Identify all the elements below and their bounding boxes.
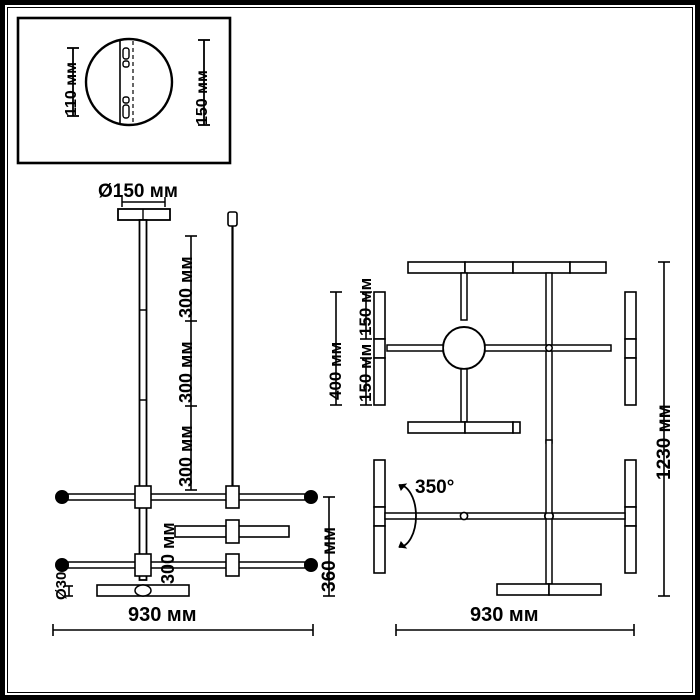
inset-detail-group bbox=[16, 16, 232, 165]
rod-segment-label-1: 300 мм bbox=[176, 256, 196, 318]
front-elevation-group bbox=[52, 197, 335, 636]
top-segment-upper-label: 150 мм bbox=[356, 277, 375, 336]
side-plan-view-group bbox=[373, 261, 670, 636]
canopy-diameter-label: Ø150 мм bbox=[98, 181, 178, 202]
rotation-angle-label: 350° bbox=[415, 477, 455, 498]
inset-right-dimension-label: 150 мм bbox=[194, 70, 211, 125]
rod-segment-label-2: 300 мм bbox=[176, 341, 196, 403]
front-height-dimension-label: 360 мм bbox=[319, 526, 340, 592]
rod-diameter-label: Ø30 bbox=[53, 571, 70, 600]
top-plan-view-group bbox=[330, 261, 637, 444]
inset-left-dimension-label: 110 мм bbox=[63, 62, 80, 116]
rod-segment-label-4: 300 мм bbox=[158, 522, 178, 584]
front-width-dimension-label: 930 мм bbox=[128, 604, 197, 626]
rod-segment-label-3: 300 мм bbox=[176, 425, 196, 487]
top-segment-lower-label: 150 мм bbox=[356, 343, 375, 402]
top-overall-span-label: 400 мм bbox=[326, 341, 345, 400]
total-height-dimension-label: 1230 мм bbox=[654, 404, 675, 480]
side-width-dimension-label: 930 мм bbox=[470, 604, 539, 626]
